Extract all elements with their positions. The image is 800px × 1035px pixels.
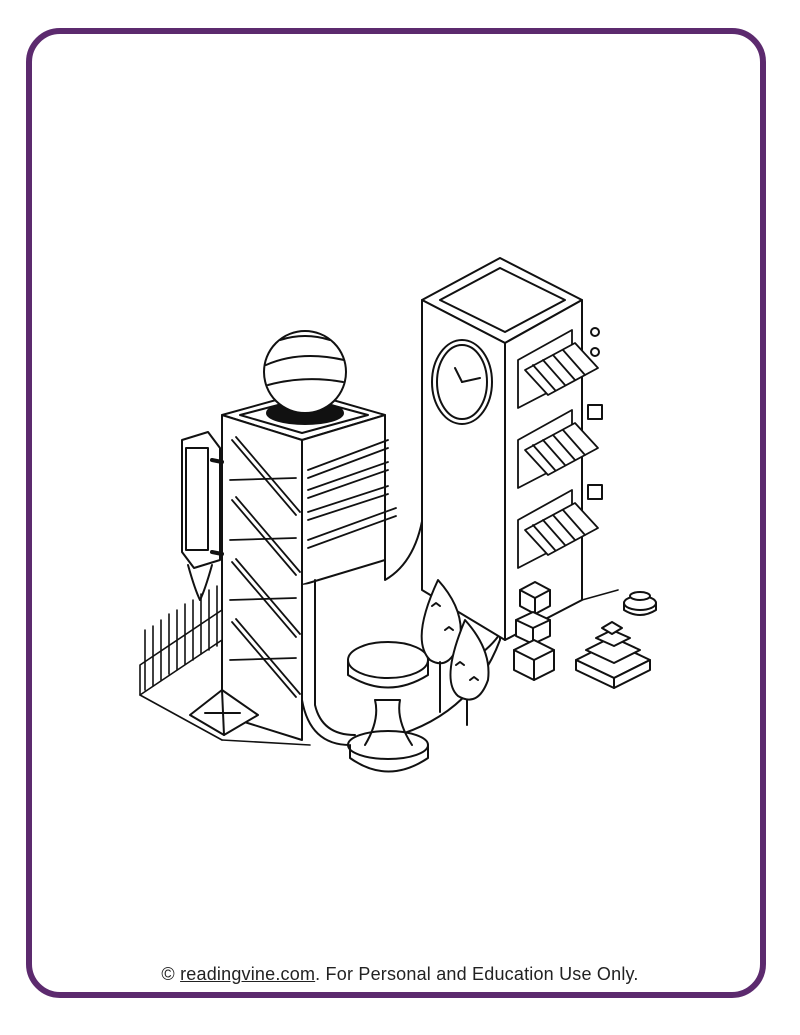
copyright-symbol: ©	[161, 964, 175, 984]
site-link[interactable]: readingvine.com	[180, 964, 316, 984]
cubes	[513, 581, 555, 681]
footer-suffix: . For Personal and Education Use Only.	[315, 964, 639, 984]
sphere	[263, 330, 347, 414]
page-frame	[26, 28, 766, 998]
right-pillar	[421, 257, 603, 641]
stacked-steps	[575, 621, 651, 689]
stool	[347, 641, 429, 773]
trees	[420, 579, 490, 726]
round-button	[623, 591, 657, 616]
left-pillar	[221, 391, 397, 741]
fence	[139, 585, 223, 741]
footer: © readingvine.com. For Personal and Educ…	[0, 964, 800, 985]
signboard	[181, 431, 224, 601]
pyramid	[189, 689, 259, 736]
ground	[221, 589, 619, 746]
